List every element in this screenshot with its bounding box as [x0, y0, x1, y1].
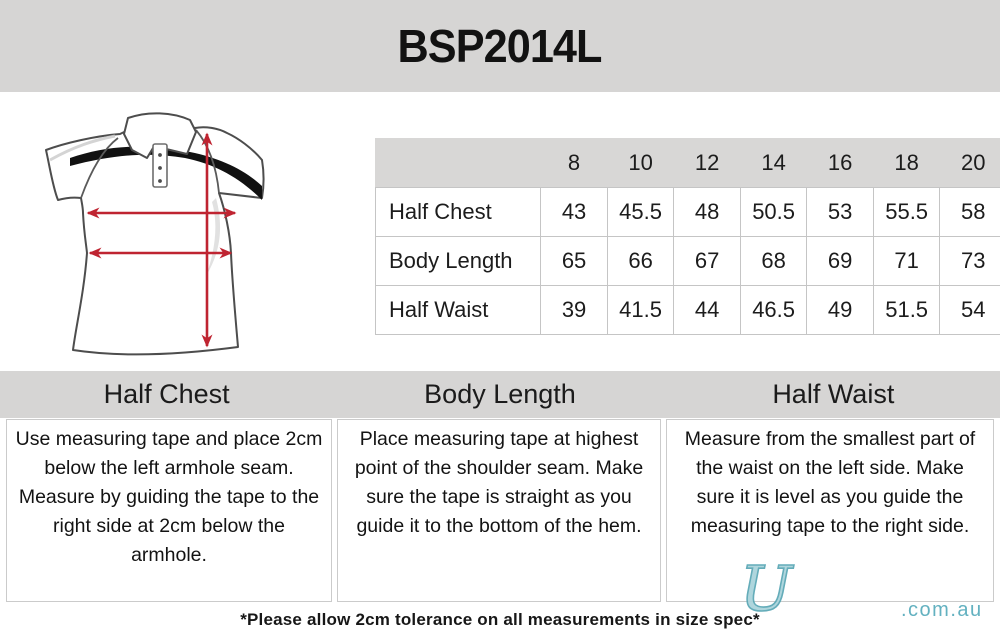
size-col-header: 12: [673, 138, 741, 188]
button: [158, 153, 162, 157]
cell: 58: [939, 187, 1000, 237]
cell: 49: [806, 285, 874, 335]
shoulder-highlight: [49, 134, 116, 162]
guide-description-half-waist: Measure from the smallest part of the wa…: [666, 419, 994, 602]
cell: 44: [673, 285, 741, 335]
size-col-header: 16: [806, 138, 874, 188]
watermark-logo: U: [739, 551, 795, 626]
polo-shirt-illustration: [45, 112, 265, 356]
size-col-header: 10: [606, 138, 675, 188]
cell: 39: [540, 285, 608, 335]
cell: 69: [806, 236, 874, 286]
cell: 71: [872, 236, 941, 286]
collar: [123, 112, 197, 159]
polo-shirt-measurement-diagram: [20, 98, 305, 366]
size-header-empty-cell: [375, 138, 542, 188]
size-table: 8 10 12 14 16 18 20 Half Chest 43 45.5 4…: [375, 138, 1000, 338]
cell: 43: [540, 187, 608, 237]
placket: [152, 143, 168, 188]
table-row-half-waist: Half Waist 39 41.5 44 46.5 49 51.5 54: [375, 285, 1000, 335]
cell: 51.5: [872, 285, 941, 335]
left-sleeve-seam: [80, 137, 119, 199]
cell: 41.5: [606, 285, 675, 335]
cell: 67: [673, 236, 741, 286]
cell: 54: [939, 285, 1000, 335]
cell: 45.5: [606, 187, 675, 237]
guide-header-half-waist: Half Waist: [772, 379, 895, 409]
size-col-header: 14: [739, 138, 808, 188]
cell: 55.5: [872, 187, 941, 237]
guide-header-half-chest: Half Chest: [103, 379, 230, 409]
row-label: Body Length: [375, 236, 542, 286]
size-col-header: 8: [540, 138, 608, 188]
table-row-half-chest: Half Chest 43 45.5 48 50.5 53 55.5 58: [375, 187, 1000, 237]
watermark-logo-letter: U: [740, 552, 794, 625]
cell: 73: [939, 236, 1000, 286]
title-band: BSP2014L: [0, 0, 1000, 92]
cell: 46.5: [739, 285, 808, 335]
guide-description-half-chest: Use measuring tape and place 2cm below t…: [6, 419, 332, 602]
cell: 68: [739, 236, 808, 286]
cell: 53: [806, 187, 874, 237]
cell: 50.5: [739, 187, 808, 237]
row-label: Half Chest: [375, 187, 542, 237]
tolerance-footnote: *Please allow 2cm tolerance on all measu…: [240, 610, 760, 629]
cell: 66: [606, 236, 675, 286]
size-header-row: 8 10 12 14 16 18 20: [375, 138, 1000, 188]
button: [158, 179, 162, 183]
button: [158, 166, 162, 170]
table-row-body-length: Body Length 65 66 67 68 69 71 73: [375, 236, 1000, 286]
page-title: BSP2014L: [397, 20, 603, 72]
cell: 65: [540, 236, 608, 286]
guide-header-band: Half Chest Body Length Half Waist: [0, 371, 1000, 418]
guide-header-body-length: Body Length: [424, 379, 576, 409]
chest-swoosh: [70, 146, 262, 200]
row-label: Half Waist: [375, 285, 542, 335]
watermark-domain-text: .com.au: [901, 599, 983, 621]
size-col-header: 20: [939, 138, 1000, 188]
guide-description-body-length: Place measuring tape at highest point of…: [337, 419, 661, 602]
size-col-header: 18: [872, 138, 941, 188]
cell: 48: [673, 187, 741, 237]
